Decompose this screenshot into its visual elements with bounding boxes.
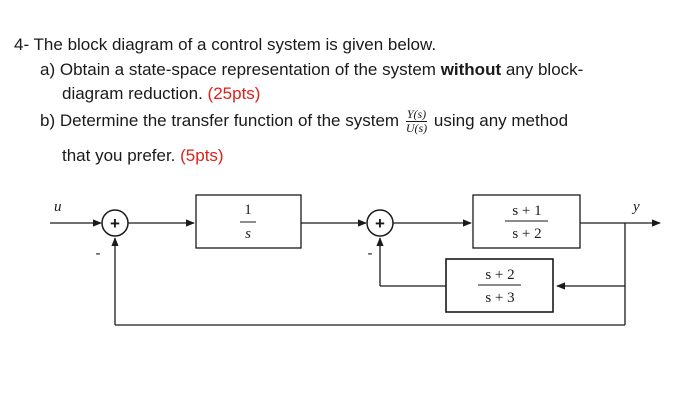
part-a-text-3: diagram reduction. <box>62 84 203 103</box>
block3-numerator: s + 2 <box>485 267 514 283</box>
block1-denominator: s <box>245 226 251 242</box>
transfer-function-fraction: Y(s) U(s) <box>405 107 428 135</box>
problem-statement-line: 4- The block diagram of a control system… <box>14 35 436 55</box>
part-b-points: (5pts) <box>180 146 224 165</box>
part-b-line-2: that you prefer. (5pts) <box>62 146 224 166</box>
block2-numerator: s + 1 <box>512 203 541 219</box>
part-b-line-1: b) Determine the transfer function of th… <box>40 108 568 135</box>
sum2-minus-sign: - <box>368 245 373 262</box>
part-b-text-3: that you prefer. <box>62 146 176 165</box>
tf-denominator: U(s) <box>405 121 428 135</box>
part-b-text-1: Determine the transfer function of the s… <box>59 110 400 130</box>
part-a-line-2: diagram reduction. (25pts) <box>62 84 260 104</box>
part-a-points: (25pts) <box>207 84 261 103</box>
part-a-line-1: a) Obtain a state-space representation o… <box>40 60 583 80</box>
part-b-text-2: using any method <box>433 110 569 130</box>
part-b-label: b) <box>40 110 56 130</box>
block2-denominator: s + 2 <box>512 226 541 242</box>
input-label: u <box>54 199 62 215</box>
sum1-minus-sign: - <box>96 245 101 262</box>
sum2-plus-sign: + <box>375 214 385 233</box>
part-a-emphasis: without <box>440 60 502 79</box>
integrator-block <box>195 194 302 249</box>
block3-denominator: s + 3 <box>485 290 514 306</box>
sum1-plus-sign: + <box>110 214 120 233</box>
block1-numerator: 1 <box>244 202 252 218</box>
forward-block-2 <box>472 194 581 249</box>
tf-numerator: Y(s) <box>405 107 428 122</box>
output-label: y <box>631 199 640 215</box>
part-a-text-2: any block- <box>505 60 584 79</box>
part-a-label: a) <box>40 60 56 79</box>
part-a-text-1: Obtain a state-space representation of t… <box>59 60 436 79</box>
problem-statement: The block diagram of a control system is… <box>33 35 437 54</box>
problem-number: 4- <box>14 35 30 54</box>
